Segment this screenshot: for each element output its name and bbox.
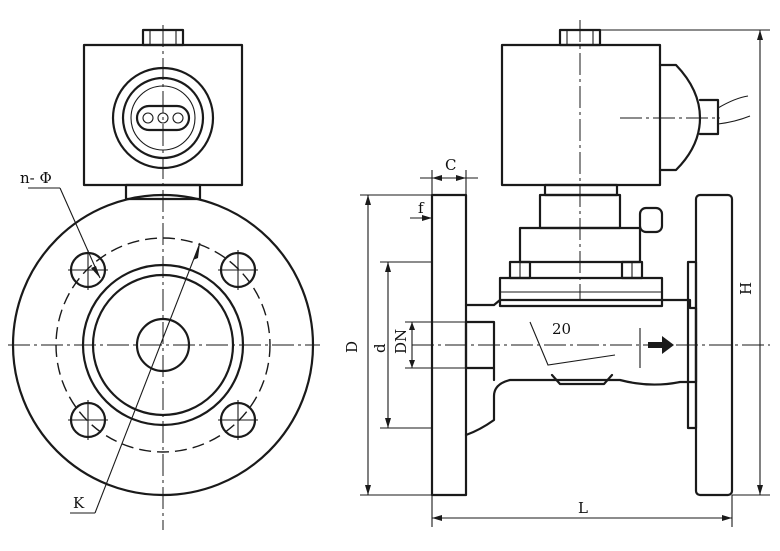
flow-arrow-shaft xyxy=(648,342,662,348)
valve-body-outline xyxy=(464,298,698,437)
pcd-label: K xyxy=(73,494,85,512)
dim-h: H xyxy=(600,29,770,496)
connector-socket xyxy=(111,66,215,170)
bore xyxy=(135,317,191,373)
dim-f-label: f xyxy=(418,199,425,217)
dim-d-face: d xyxy=(371,261,432,429)
side-boss xyxy=(638,206,664,234)
pin-3 xyxy=(172,112,184,124)
dim-l-label: L xyxy=(578,499,588,517)
dim-dn-label: DN xyxy=(392,329,410,354)
bolt-circle xyxy=(55,237,271,453)
cable-wire-1 xyxy=(717,95,749,109)
dim-f: f xyxy=(410,199,433,225)
outlet-raised-face xyxy=(686,260,698,430)
pin-1 xyxy=(142,112,154,124)
dim-d-face-label: d xyxy=(371,343,389,353)
top-nut xyxy=(141,28,185,47)
side-top-nut xyxy=(558,28,602,47)
pin-2 xyxy=(157,112,169,124)
dim-d-outer-label: D xyxy=(343,341,361,353)
side-view: 20 C f D xyxy=(343,20,770,527)
raised-face-inner xyxy=(91,273,235,417)
coil-neck xyxy=(124,183,202,201)
dim-c-label: C xyxy=(445,156,456,174)
dim-h-label: H xyxy=(737,282,755,295)
flow-note-label: 20 xyxy=(552,320,571,338)
flow-arrow-head xyxy=(662,336,674,354)
cable-gland xyxy=(698,98,720,136)
side-coil-neck xyxy=(543,183,619,197)
hole-callout: n- Φ xyxy=(20,169,101,279)
dim-c: C xyxy=(420,156,478,195)
hole-count-label: n- Φ xyxy=(20,169,52,187)
raised-face-outer xyxy=(81,263,245,427)
inlet-port xyxy=(464,320,496,370)
dim-d-outer: D xyxy=(343,194,432,496)
front-view: n- Φ K xyxy=(8,25,320,530)
dim-dn: DN xyxy=(392,321,466,369)
pcd-callout: K xyxy=(70,242,201,514)
bolt-holes xyxy=(68,250,258,440)
cable-wire-2 xyxy=(717,115,751,125)
flange-outer xyxy=(11,193,315,497)
side-coil-housing xyxy=(500,43,662,187)
body-drain-boss xyxy=(550,373,614,386)
dim-l: L xyxy=(431,495,733,527)
